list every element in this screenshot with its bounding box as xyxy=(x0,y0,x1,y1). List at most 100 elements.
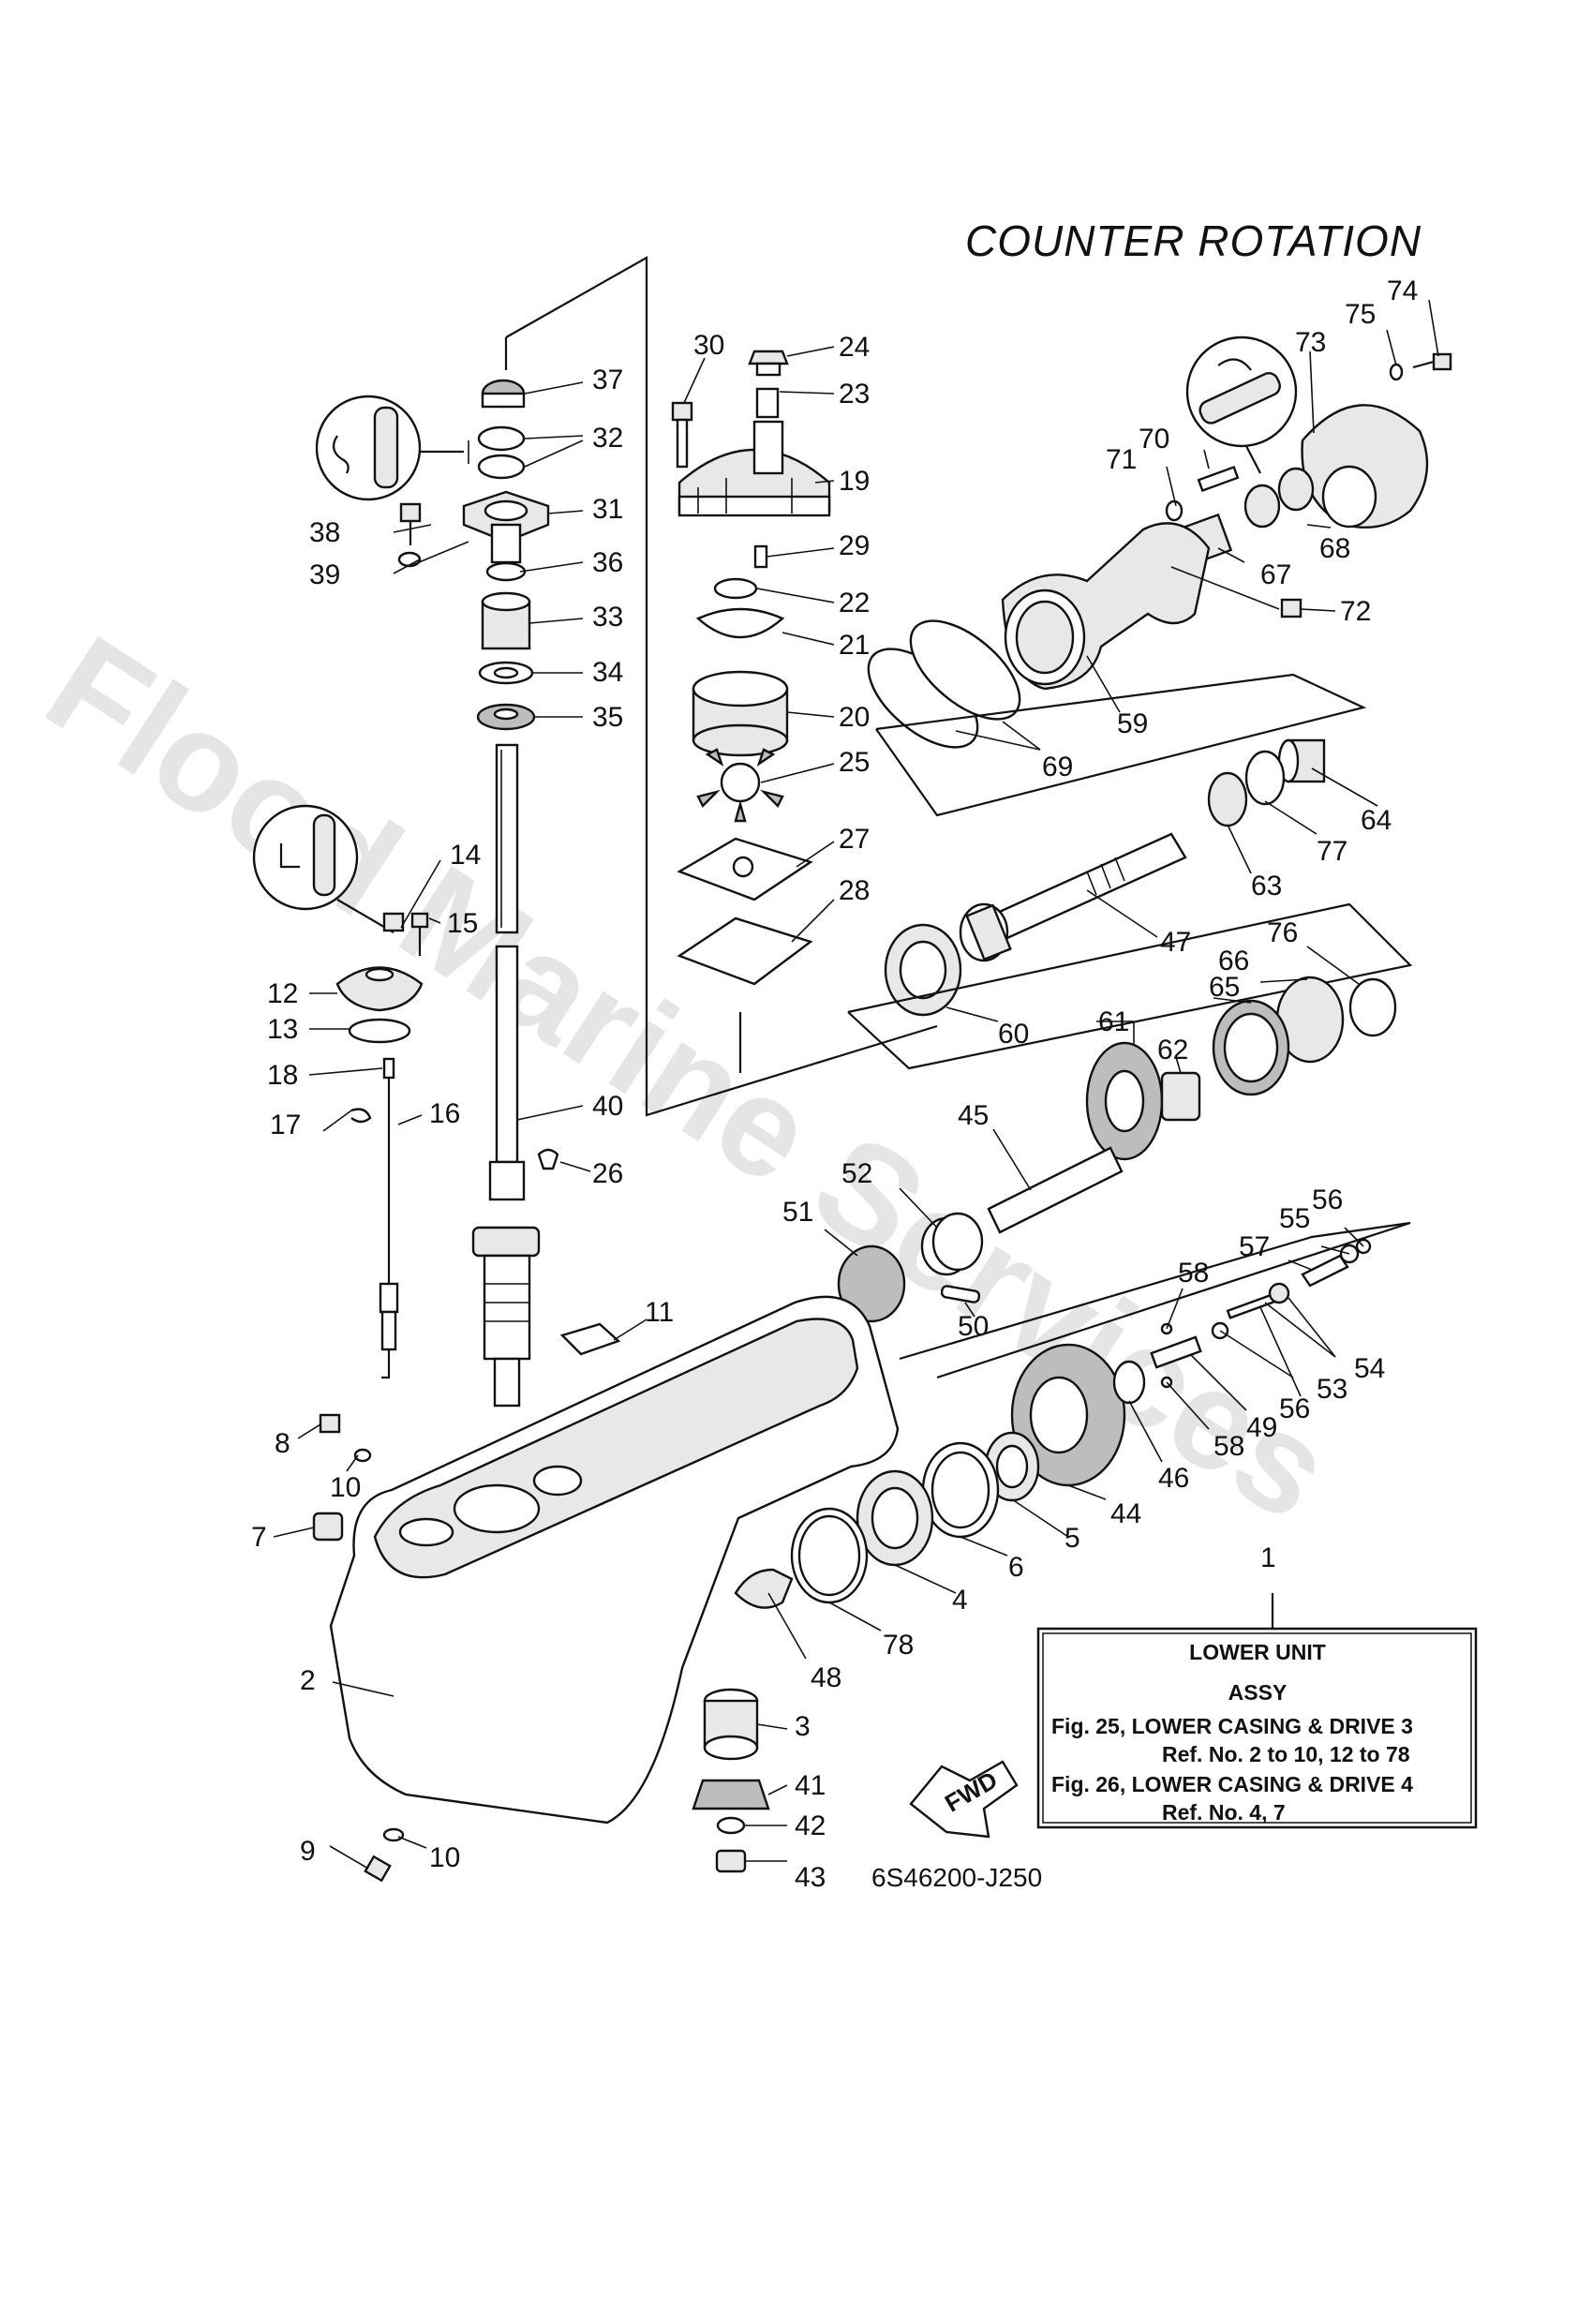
leader-lines xyxy=(273,299,1439,1870)
part-label-73: 73 xyxy=(1295,327,1326,358)
part-label-47: 47 xyxy=(1160,927,1191,958)
part-label-37: 37 xyxy=(592,365,623,395)
part-label-38: 38 xyxy=(309,517,340,548)
driveshaft-lower xyxy=(495,945,519,1164)
part-label-50: 50 xyxy=(958,1311,989,1342)
gasket xyxy=(677,916,813,986)
shift-rod-assembly xyxy=(252,804,429,1379)
part-label-11: 11 xyxy=(645,1297,674,1328)
driveshaft-upper xyxy=(495,743,519,934)
part-labels: 1 2 3 4 5 6 7 8 9 10 10 11 12 13 14 15 1… xyxy=(251,276,1418,1893)
part-label-69: 69 xyxy=(1042,752,1073,782)
info-box-line-3: Fig. 25, LOWER CASING & DRIVE 3 xyxy=(1051,1714,1413,1738)
part-label-17: 17 xyxy=(270,1110,301,1140)
shift-rod-cover xyxy=(335,966,424,1012)
part-label-72: 72 xyxy=(1340,596,1371,627)
part-label-4: 4 xyxy=(952,1585,968,1616)
part-label-70: 70 xyxy=(1139,424,1169,454)
part-label-77: 77 xyxy=(1317,836,1347,867)
info-box-line-2: ASSY xyxy=(1228,1680,1288,1705)
part-label-3: 3 xyxy=(795,1711,811,1742)
part-label-28: 28 xyxy=(839,875,870,906)
part-label-10a: 10 xyxy=(330,1472,361,1503)
info-box-line-5: Fig. 26, LOWER CASING & DRIVE 4 xyxy=(1051,1772,1413,1796)
part-label-51: 51 xyxy=(782,1197,813,1228)
lower-casing: FWD xyxy=(312,1295,1019,1883)
part-label-25: 25 xyxy=(839,747,870,778)
part-label-22: 22 xyxy=(839,588,870,618)
part-label-31: 31 xyxy=(592,494,623,525)
part-label-43: 43 xyxy=(795,1862,826,1893)
part-label-26: 26 xyxy=(592,1158,623,1189)
part-label-7: 7 xyxy=(251,1522,267,1553)
part-label-2: 2 xyxy=(300,1665,316,1696)
lubricant-callout xyxy=(315,395,464,501)
part-label-33: 33 xyxy=(592,602,623,633)
part-label-44: 44 xyxy=(1110,1498,1141,1529)
part-label-12: 12 xyxy=(267,978,298,1009)
part-label-16: 16 xyxy=(429,1098,460,1129)
part-label-42: 42 xyxy=(795,1810,826,1841)
part-label-75: 75 xyxy=(1345,299,1376,330)
impeller-part xyxy=(696,748,784,823)
driveshaft-assembly xyxy=(462,256,938,1408)
part-label-46: 46 xyxy=(1158,1463,1189,1494)
o-ring-69b xyxy=(909,619,1021,721)
part-label-56b: 56 xyxy=(1279,1393,1310,1424)
info-box-line-1: LOWER UNIT xyxy=(1189,1640,1326,1664)
part-label-8: 8 xyxy=(275,1428,290,1459)
part-label-56a: 56 xyxy=(1312,1184,1343,1215)
part-label-32: 32 xyxy=(592,423,623,454)
part-label-14: 14 xyxy=(450,840,481,871)
part-label-9: 9 xyxy=(300,1836,316,1867)
part-label-66: 66 xyxy=(1218,946,1249,976)
info-box: LOWER UNIT ASSY Fig. 25, LOWER CASING & … xyxy=(1036,1593,1478,1829)
part-label-67: 67 xyxy=(1260,559,1291,590)
part-label-39: 39 xyxy=(309,559,340,590)
reference-code: 6S46200-J250 xyxy=(871,1863,1042,1892)
part-label-13: 13 xyxy=(267,1014,298,1045)
part-label-74: 74 xyxy=(1387,276,1418,306)
part-label-6: 6 xyxy=(1008,1552,1024,1583)
part-label-29: 29 xyxy=(839,530,870,561)
part-label-41: 41 xyxy=(795,1770,826,1801)
part-label-65: 65 xyxy=(1209,972,1240,1003)
part-label-55: 55 xyxy=(1279,1203,1310,1234)
part-label-59: 59 xyxy=(1117,708,1148,739)
part-label-18: 18 xyxy=(267,1060,298,1091)
part-label-54: 54 xyxy=(1354,1353,1385,1384)
part-label-1: 1 xyxy=(1260,1542,1276,1573)
part-label-64: 64 xyxy=(1361,805,1392,836)
part-label-27: 27 xyxy=(839,824,870,855)
clutch-shaft-45 xyxy=(987,1146,1124,1234)
part-label-23: 23 xyxy=(839,379,870,410)
info-box-line-6: Ref. No. 4, 7 xyxy=(1162,1800,1286,1825)
part-label-48: 48 xyxy=(811,1662,841,1693)
part-label-36: 36 xyxy=(592,547,623,578)
part-label-20: 20 xyxy=(839,702,870,733)
part-label-34: 34 xyxy=(592,657,623,688)
part-label-49: 49 xyxy=(1246,1412,1277,1443)
part-label-63: 63 xyxy=(1251,871,1282,901)
bolt-washer-38-39 xyxy=(397,502,469,568)
part-label-53: 53 xyxy=(1317,1374,1347,1405)
part-label-40: 40 xyxy=(592,1091,623,1122)
part-label-52: 52 xyxy=(841,1158,872,1189)
info-box-line-4: Ref. No. 2 to 10, 12 to 78 xyxy=(1162,1742,1410,1766)
part-label-35: 35 xyxy=(592,702,623,733)
part-label-24: 24 xyxy=(839,332,870,363)
oil-seal-part xyxy=(477,425,526,452)
gear-assembly xyxy=(734,976,1411,1609)
prop-shaft-housing-assembly xyxy=(867,335,1452,817)
part-label-60: 60 xyxy=(998,1019,1029,1050)
diagram-title: COUNTER ROTATION xyxy=(965,216,1422,265)
part-label-15: 15 xyxy=(447,908,478,939)
part-label-10b: 10 xyxy=(429,1842,460,1873)
part-label-5: 5 xyxy=(1064,1523,1080,1554)
part-label-45: 45 xyxy=(958,1100,989,1131)
part-label-19: 19 xyxy=(839,466,870,497)
fwd-arrow xyxy=(909,1760,1019,1839)
part-label-58a: 58 xyxy=(1178,1258,1209,1289)
